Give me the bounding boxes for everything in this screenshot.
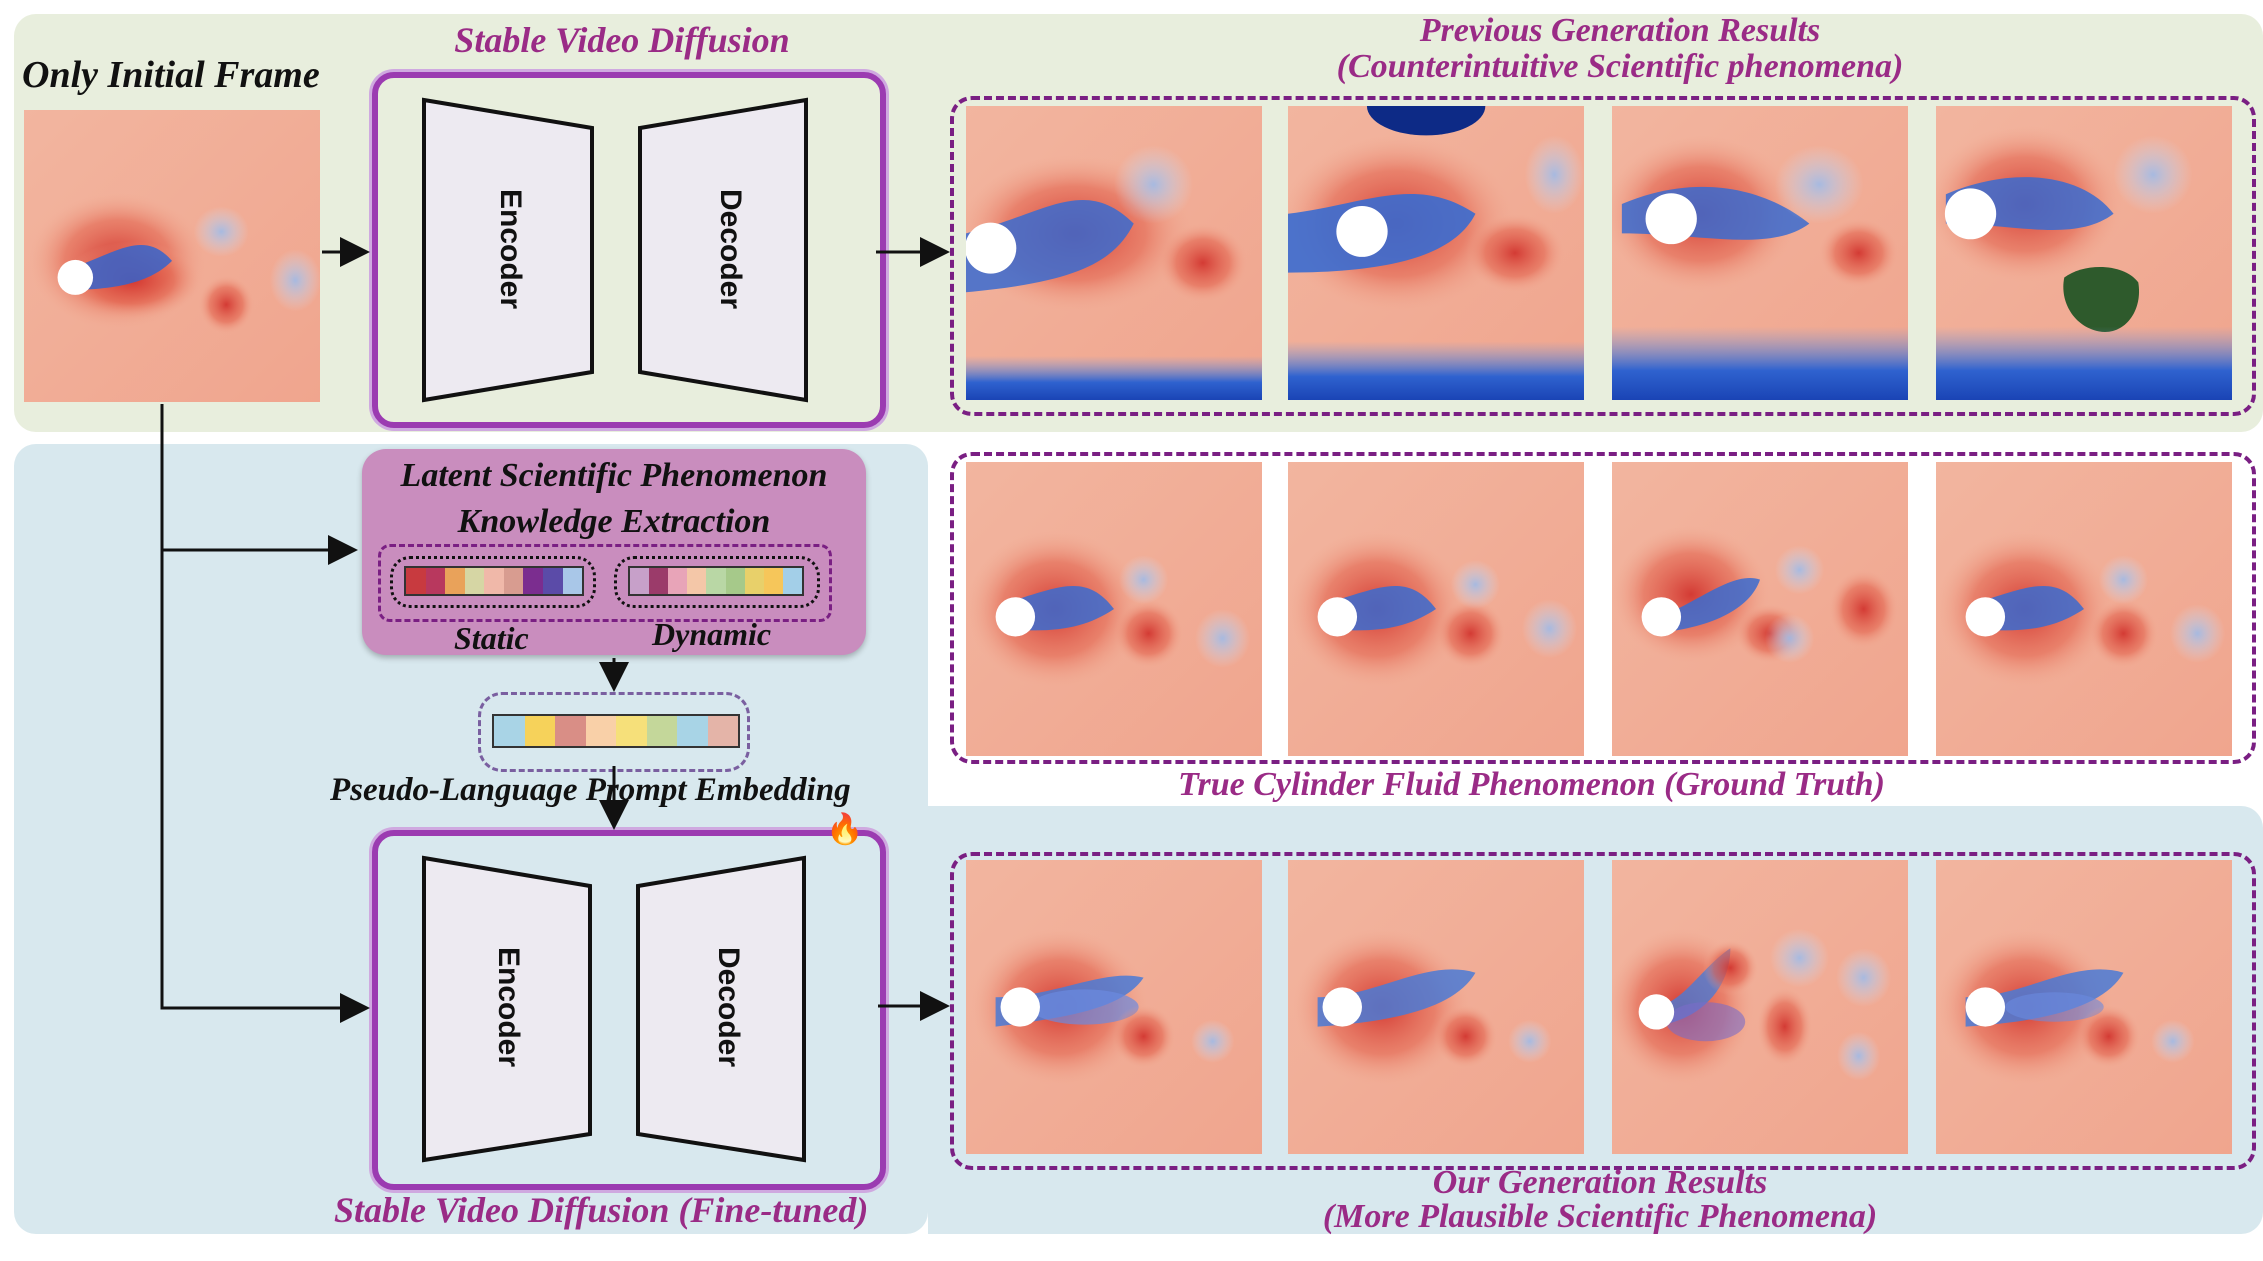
previous-frame-3	[1612, 106, 1908, 400]
static-embedding-strip	[404, 566, 584, 596]
our-result-frame-1	[966, 860, 1262, 1154]
prompt-embedding-strip	[492, 714, 740, 748]
ground-truth-frame-4	[1936, 462, 2232, 756]
decoder-finetuned-label: Decoder	[712, 946, 746, 1068]
previous-frame-4	[1936, 106, 2232, 400]
previous-results-subtitle: (Counterintuitive Scientific phenomena)	[1336, 48, 1904, 85]
pseudo-prompt-label: Pseudo-Language Prompt Embedding	[330, 772, 851, 808]
previous-results-box	[950, 96, 2256, 416]
our-result-frame-4	[1936, 860, 2232, 1154]
dynamic-embedding-outline	[614, 556, 820, 608]
latent-embedding-container	[378, 544, 832, 622]
dynamic-embedding-cell	[668, 568, 688, 594]
ground-truth-frame-1	[966, 462, 1262, 756]
prompt-embedding-cell	[524, 716, 555, 746]
prompt-embedding-cell	[555, 716, 586, 746]
ground-truth-box	[950, 452, 2256, 764]
dynamic-embedding-cell	[763, 568, 783, 594]
our-results-title: Our Generation Results	[1432, 1164, 1768, 1201]
our-result-frame-3	[1612, 860, 1908, 1154]
our-results-box	[950, 852, 2256, 1170]
dynamic-embedding-cell	[725, 568, 745, 594]
static-label: Static	[454, 620, 529, 656]
svd-finetuned-title: Stable Video Diffusion (Fine-tuned)	[334, 1190, 869, 1230]
static-embedding-cell	[523, 568, 543, 594]
static-embedding-cell	[445, 568, 465, 594]
prompt-embedding-cell	[646, 716, 677, 746]
static-embedding-cell	[542, 568, 563, 594]
our-result-frame-2	[1288, 860, 1584, 1154]
svd-title: Stable Video Diffusion	[454, 20, 790, 60]
static-embedding-cell	[425, 568, 446, 594]
encoder-decoder-shapes	[422, 97, 808, 403]
ground-truth-frame-3	[1612, 462, 1908, 756]
latent-title-line2: Knowledge Extraction	[457, 503, 771, 540]
dynamic-embedding-cell	[782, 568, 802, 594]
dynamic-embedding-cell	[630, 568, 650, 594]
dynamic-embedding-cell	[687, 568, 707, 594]
static-embedding-cell	[484, 568, 504, 594]
previous-frame-1	[966, 106, 1262, 400]
dynamic-embedding-cell	[649, 568, 669, 594]
prompt-embedding-cell	[677, 716, 708, 746]
previous-frame-2	[1288, 106, 1584, 400]
initial-frame-title: Only Initial Frame	[22, 54, 320, 96]
static-embedding-cell	[562, 568, 583, 594]
prompt-embedding-cell	[616, 716, 647, 746]
fire-icon: 🔥	[826, 812, 864, 847]
our-results-subtitle: (More Plausible Scientific Phenomena)	[1322, 1198, 1878, 1235]
ground-truth-title: True Cylinder Fluid Phenomenon (Ground T…	[1178, 766, 1885, 803]
encoder-label: Encoder	[494, 188, 528, 310]
encoder-decoder-finetuned-shapes	[422, 855, 806, 1163]
dynamic-label: Dynamic	[652, 616, 772, 652]
encoder-finetuned-label: Encoder	[492, 946, 526, 1068]
ground-truth-frame-2	[1288, 462, 1584, 756]
prompt-embedding-cell	[707, 716, 738, 746]
prompt-embedding-cell	[494, 716, 525, 746]
previous-results-title: Previous Generation Results	[1419, 12, 1821, 49]
latent-title-line1: Latent Scientific Phenomenon	[400, 457, 828, 494]
dynamic-embedding-cell	[706, 568, 726, 594]
static-embedding-cell	[406, 568, 426, 594]
static-embedding-cell	[464, 568, 485, 594]
dynamic-embedding-strip	[628, 566, 804, 596]
prompt-embedding-cell	[585, 716, 616, 746]
static-embedding-outline	[390, 556, 596, 608]
initial-frame-image	[24, 110, 320, 402]
decoder-label: Decoder	[714, 188, 748, 310]
static-embedding-cell	[503, 568, 524, 594]
dynamic-embedding-cell	[744, 568, 764, 594]
